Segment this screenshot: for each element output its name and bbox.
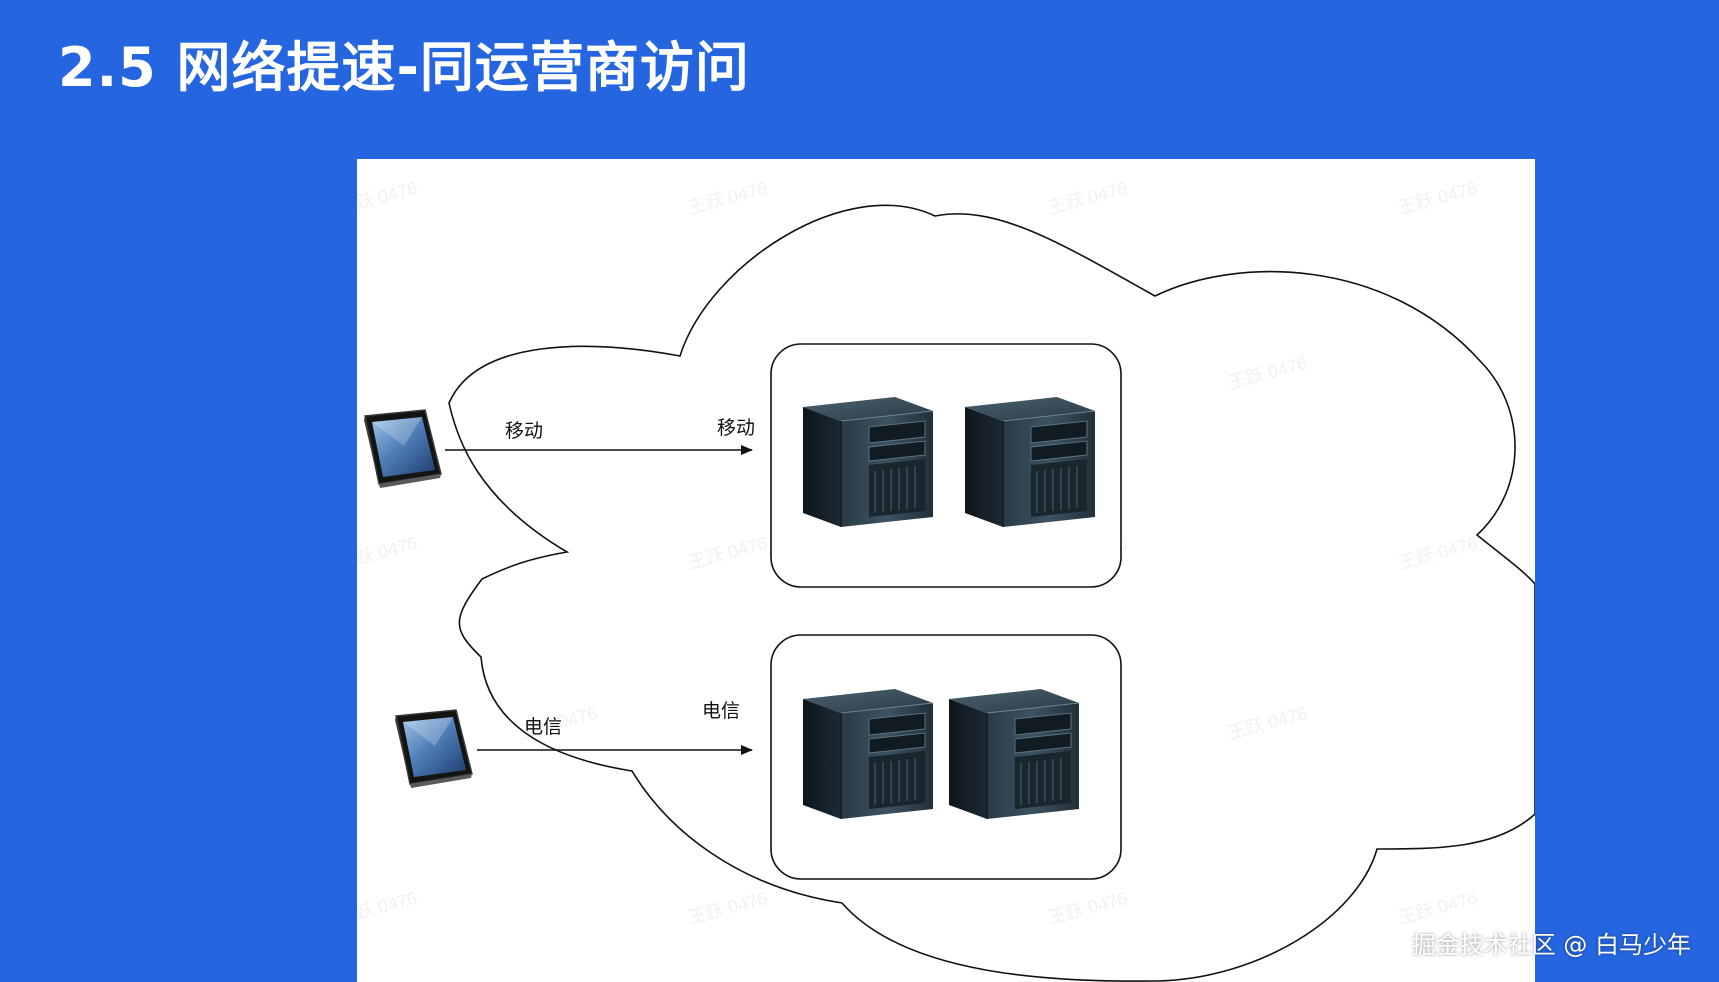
slide-title: 2.5 网络提速-同运营商访问 [58,36,750,99]
footer-credit: 掘金技术社区 @ 白马少年 [1411,931,1691,959]
top-target-label: 移动 [717,417,756,439]
tablet-icon [394,709,473,789]
server-tower-icon [965,397,1095,527]
server-tower-icon [949,689,1079,819]
top-source-label: 移动 [505,420,544,442]
cloud-shape [448,204,1535,982]
network-diagram [363,204,1535,982]
tablet-icon [363,409,442,489]
bottom-source-label: 电信 [524,716,563,738]
server-tower-icon [803,397,933,527]
diagram-panel: 王跃 0476 王跃 0476 王跃 0476 王跃 0476 王跃 0476 … [357,159,1535,982]
server-tower-icon [803,689,933,819]
bottom-target-label: 电信 [702,700,741,722]
